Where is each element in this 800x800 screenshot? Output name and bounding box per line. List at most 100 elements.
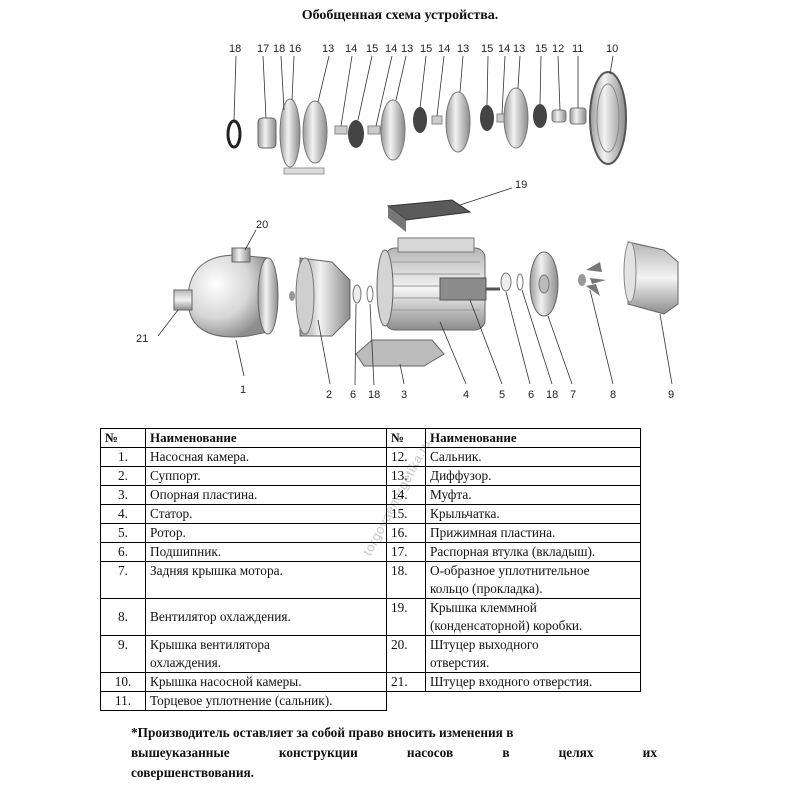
part-name-line: охлаждения. <box>150 655 222 670</box>
pressure-plate-rod <box>283 167 325 175</box>
spacer-sleeve-17 <box>257 117 277 149</box>
part-name: Штуцер входного отверстия. <box>425 672 641 692</box>
diagram-label: 14 <box>438 43 450 55</box>
o-ring-18b <box>366 285 374 303</box>
part-name: Ротор. <box>145 523 387 543</box>
inlet-fitting-21 <box>173 289 193 311</box>
part-number: 6. <box>100 542 146 562</box>
column-header-number-left: № <box>100 428 146 448</box>
table-row: 10. Крышка насосной камеры. 21. Штуцер в… <box>100 672 641 692</box>
diagram-label: 15 <box>481 43 493 55</box>
diagram-label: 18 <box>229 43 241 55</box>
part-number: 13. <box>386 466 426 486</box>
bottom-assembly <box>173 199 679 367</box>
part-name: Диффузор. <box>425 466 641 486</box>
coupling-14a <box>334 125 348 135</box>
diagram-label: 14 <box>385 43 397 55</box>
parts-table: № Наименование № Наименование 1. Насосна… <box>100 428 641 711</box>
column-header-name-left: Наименование <box>145 428 387 448</box>
pump-chamber-1 <box>187 254 269 338</box>
part-name: Крыльчатка. <box>425 504 641 524</box>
diffuser-13a <box>302 100 328 164</box>
table-row: 1. Насосная камера. 12. Сальник. <box>100 447 641 467</box>
diagram-label: 18 <box>368 389 380 401</box>
table-row: 6. Подшипник. 17. Распорная втулка (вкла… <box>100 542 641 562</box>
diagram-label: 15 <box>420 43 432 55</box>
part-number: 1. <box>100 447 146 467</box>
top-leader-lines <box>233 55 614 127</box>
bearing-6b <box>500 272 512 292</box>
part-name: Муфта. <box>425 485 641 505</box>
part-number: 4. <box>100 504 146 524</box>
part-number: 10. <box>100 672 146 692</box>
diagram-label: 15 <box>535 43 547 55</box>
diagram-label: 4 <box>463 389 469 401</box>
part-number: 19. <box>386 598 426 636</box>
part-name-line: Штуцер выходного <box>430 637 539 652</box>
part-number: 5. <box>100 523 146 543</box>
impeller-15c <box>480 105 494 131</box>
diagram-label: 15 <box>366 43 378 55</box>
part-number: 11. <box>100 691 146 711</box>
diagram-label: 17 <box>257 43 269 55</box>
part-name: Статор. <box>145 504 387 524</box>
mechanical-seal-11 <box>569 107 587 125</box>
part-name: Торцевое уплотнение (сальник). <box>145 691 387 711</box>
diagram-label: 13 <box>457 43 469 55</box>
diagram-label: 18 <box>546 389 558 401</box>
part-name-line: (конденсаторной) коробки. <box>430 618 583 633</box>
part-name: Крышка насосной камеры. <box>145 672 387 692</box>
top-part-numbers: 18 17 18 16 13 14 15 14 13 15 14 13 15 1… <box>229 43 618 55</box>
o-ring-18c <box>516 273 524 291</box>
column-header-name-right: Наименование <box>425 428 641 448</box>
impeller-15e <box>533 104 547 128</box>
column-header-number-right: № <box>386 428 426 448</box>
part-number: 18. <box>386 561 426 599</box>
part-number: 15. <box>386 504 426 524</box>
o-ring-18 <box>226 119 242 149</box>
table-header-row: № Наименование № Наименование <box>100 428 641 448</box>
part-number: 7. <box>100 561 146 599</box>
part-number: 9. <box>100 635 146 673</box>
page-title: Обобщенная схема устройства. <box>301 8 499 23</box>
note-word: конструкции <box>278 745 358 760</box>
fan-cover-9 <box>627 241 679 315</box>
table-row: 4. Статор. 15. Крыльчатка. <box>100 504 641 524</box>
note-line-1: *Производитель оставляет за собой право … <box>131 725 514 740</box>
diagram-label: 2 <box>326 389 332 401</box>
part-number: 17. <box>386 542 426 562</box>
cooling-fan-8 <box>578 262 606 296</box>
base-plate-3 <box>355 339 445 367</box>
bottom-part-numbers: 20 21 19 1 2 6 18 3 4 5 6 18 7 8 9 <box>136 179 674 401</box>
part-name-line: Крышка клеммной <box>430 600 537 615</box>
note-word: в <box>502 745 510 760</box>
part-name: Сальник. <box>425 447 641 467</box>
outlet-fitting-20 <box>231 247 251 263</box>
diffuser-13c <box>445 91 471 153</box>
exploded-pump-diagram: 18 17 18 16 13 14 15 14 13 15 14 13 15 1… <box>136 43 679 401</box>
note-line-2: вышеуказанные конструкции насосов в целя… <box>131 743 657 763</box>
diagram-label: 18 <box>273 43 285 55</box>
part-name: Опорная пластина. <box>145 485 387 505</box>
part-name: Крышка клеммной (конденсаторной) коробки. <box>425 598 641 636</box>
impeller-15a <box>348 120 364 148</box>
terminal-box-cover-19 <box>386 199 472 221</box>
coupling-14b <box>367 125 381 135</box>
diagram-label: 11 <box>572 43 583 55</box>
part-name: Суппорт. <box>145 466 387 486</box>
diagram-label: 13 <box>322 43 334 55</box>
diagram-label: 21 <box>136 333 148 345</box>
diffuser-13d <box>503 87 529 149</box>
part-name: Задняя крышка мотора. <box>145 561 387 599</box>
part-name: Прижимная пластина. <box>425 523 641 543</box>
diagram-label: 16 <box>289 43 301 55</box>
note-word: их <box>642 745 657 760</box>
part-number: 3. <box>100 485 146 505</box>
part-name: Насосная камера. <box>145 447 387 467</box>
part-name-line: кольцо (прокладка). <box>430 581 543 596</box>
part-name: Вентилятор охлаждения. <box>145 598 387 636</box>
bottom-leader-lines <box>157 187 673 386</box>
diagram-label: 19 <box>515 179 527 191</box>
